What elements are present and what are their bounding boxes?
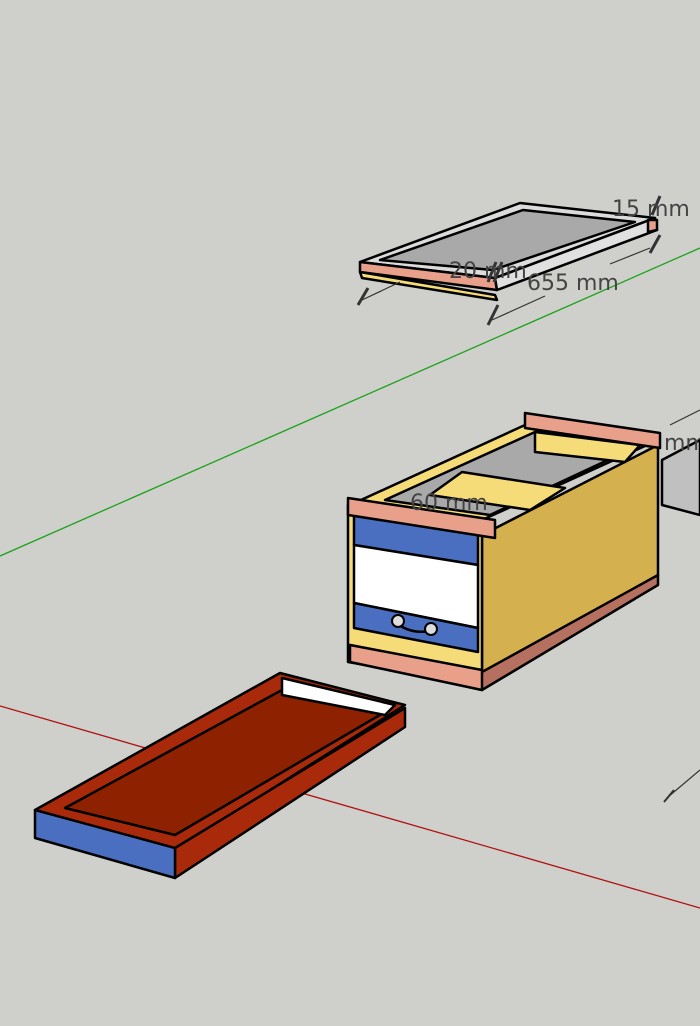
dimension-label-right: mm bbox=[664, 431, 700, 456]
red-axis bbox=[0, 705, 700, 909]
green-axis bbox=[0, 247, 700, 557]
drawer-tray[interactable] bbox=[33, 671, 407, 880]
dimension-label-20mm: 20 mm bbox=[449, 259, 527, 284]
dimension-label-655mm: 655 mm bbox=[527, 271, 619, 296]
dimension-label-60mm: 60 mm bbox=[410, 491, 488, 516]
partial-object-right bbox=[660, 409, 700, 803]
lid-assembly[interactable] bbox=[356, 195, 662, 326]
drawer-cabinet[interactable] bbox=[346, 411, 662, 692]
dimension-label-15mm: 15 mm bbox=[612, 197, 690, 222]
